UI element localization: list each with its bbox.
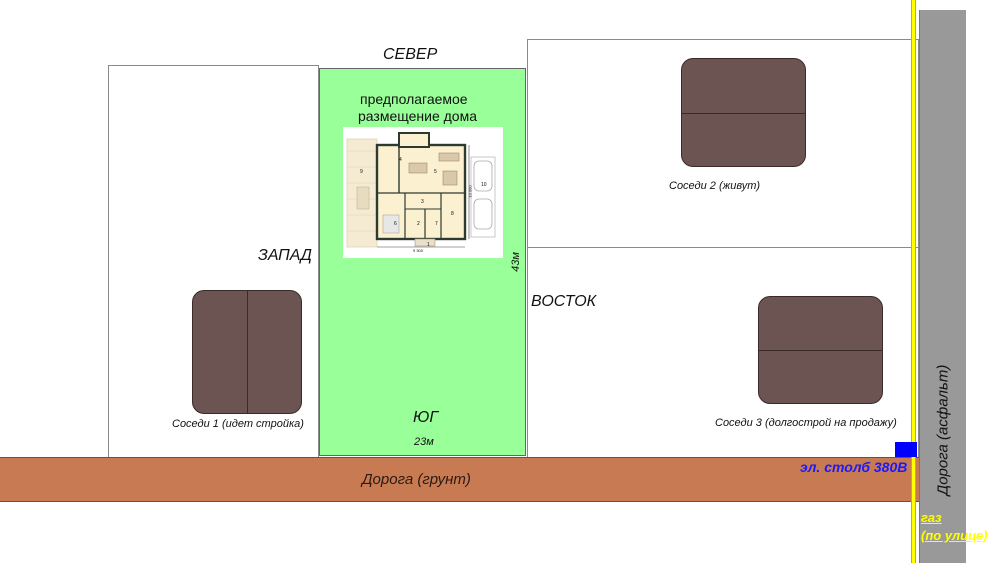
room-number: 8: [451, 211, 454, 217]
direction-north: СЕВЕР: [383, 46, 438, 63]
gas-line: [911, 0, 916, 563]
room-number: 9: [360, 169, 363, 175]
neighbor-1-house-roof: [192, 290, 302, 414]
room-number: 6: [394, 221, 397, 227]
neighbor-2-label: Соседи 2 (живут): [669, 180, 761, 192]
asphalt-road: [919, 10, 966, 563]
gas-label-line2: (по улице): [921, 528, 988, 543]
plot-length-label: 43м: [510, 252, 522, 272]
neighbor-3-label: Соседи 3 (долгострой на продажу): [715, 417, 897, 429]
room-number: 3: [421, 199, 424, 205]
power-pole-label: эл. столб 380В: [800, 459, 908, 475]
asphalt-road-label: Дорога (асфальт): [934, 364, 952, 496]
room-number: 2: [417, 221, 420, 227]
dimension-bottom: 9 300: [413, 248, 424, 253]
power-pole-marker: [895, 442, 917, 457]
direction-south: ЮГ: [413, 409, 439, 426]
dirt-road-label: Дорога (грунт): [362, 471, 471, 488]
roof-ridge: [759, 350, 882, 351]
direction-west: ЗАПАД: [258, 247, 312, 264]
floor-plan-image: 1 2 3 4 5 6 7 8 9 10 9 300 10 000: [343, 127, 503, 258]
room-number: 4: [399, 157, 402, 163]
dimension-side: 10 000: [467, 185, 473, 198]
neighbor-2-house-roof: [681, 58, 806, 167]
house-placement-title-line2: размещение дома: [358, 108, 477, 124]
house-placement-title-line1: предполагаемое: [360, 91, 468, 107]
direction-east: ВОСТОК: [531, 293, 597, 310]
plot-width-label: 23м: [414, 436, 434, 448]
neighbor-1-label: Соседи 1 (идет стройка): [172, 418, 304, 430]
room-number: 5: [434, 169, 437, 175]
roof-ridge: [247, 291, 248, 413]
gas-label-line1: газ: [921, 510, 942, 525]
room-number: 1: [427, 242, 430, 248]
neighbor-3-house-roof: [758, 296, 883, 404]
roof-ridge: [682, 113, 805, 114]
room-number: 7: [435, 221, 438, 227]
dirt-road: [0, 457, 919, 502]
room-number: 10: [481, 182, 487, 188]
